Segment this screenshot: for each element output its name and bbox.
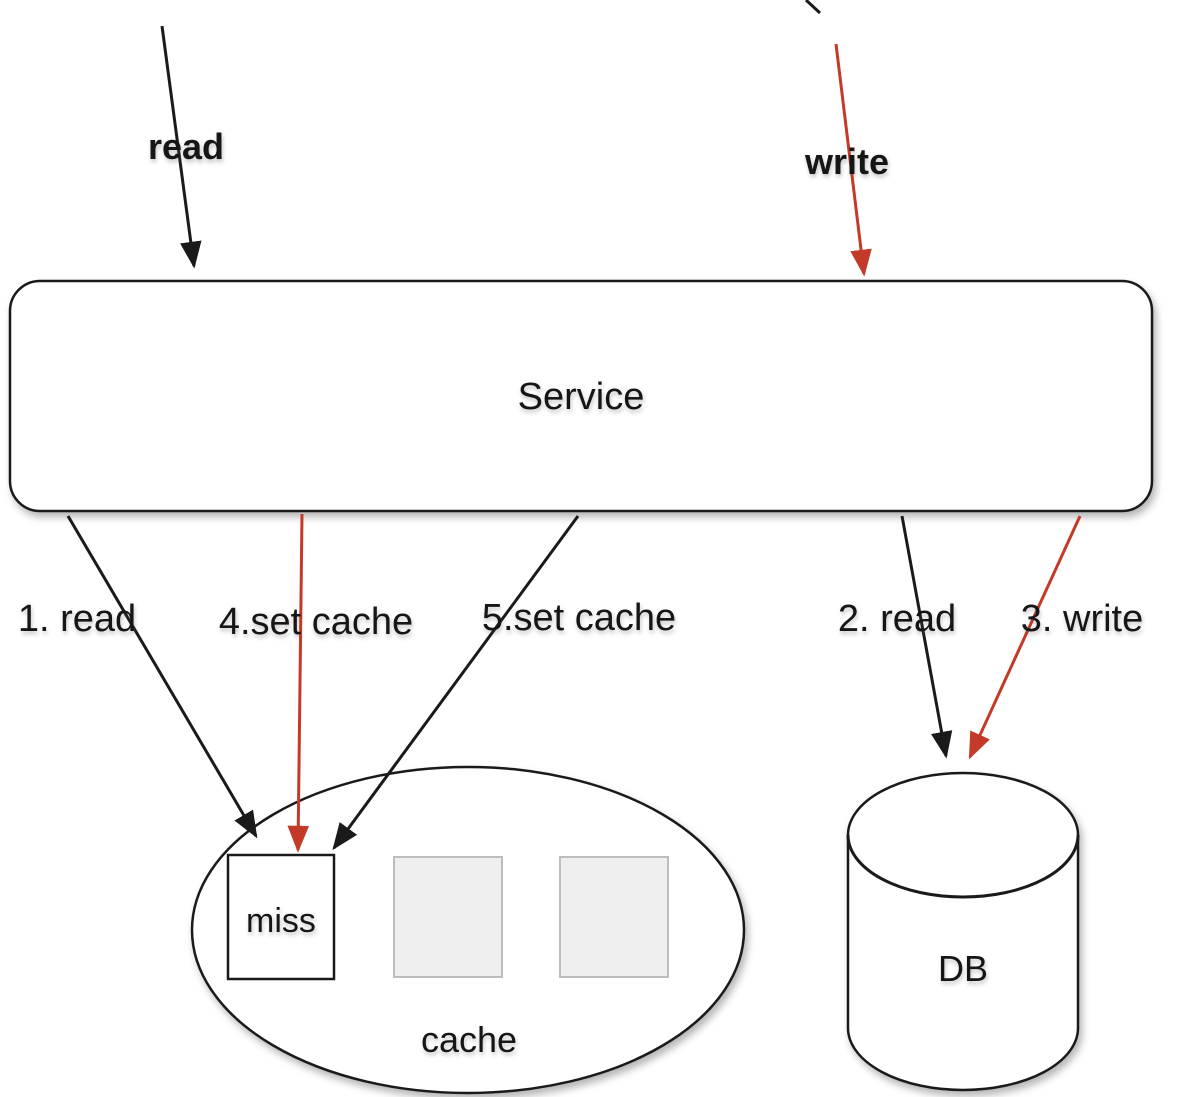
- edge-label-step3-write: 3. write: [1020, 598, 1144, 640]
- db-cylinder-rim: [846, 834, 1080, 899]
- cache-cell-2: [393, 856, 503, 978]
- edge-label-step5-set-cache: 5.set cache: [481, 597, 677, 639]
- cache-cell-miss: [226, 853, 336, 981]
- edge-label-write: write: [804, 141, 890, 182]
- edge-step4-set-cache: [287, 513, 310, 853]
- db-cylinder: [846, 771, 1080, 1092]
- edge-write-in: [834, 43, 872, 277]
- edge-write-in-clipped-stub: [804, 0, 822, 15]
- db-label: DB: [937, 948, 989, 989]
- edge-step5-set-cache: [332, 515, 580, 851]
- edge-label-step1-read: 1. read: [17, 598, 137, 640]
- edge-step1-read: [66, 515, 258, 839]
- db-cylinder-body: [846, 771, 1080, 1092]
- service-label: Service: [517, 376, 645, 418]
- edge-step2-read: [900, 515, 953, 759]
- edge-label-step2-read: 2. read: [837, 598, 957, 640]
- cache-label: cache: [420, 1019, 518, 1060]
- edge-step3-write: [968, 515, 1082, 760]
- cache-cell-3: [559, 856, 669, 978]
- service-box: [8, 279, 1154, 513]
- edge-label-read: read: [147, 126, 225, 167]
- edge-label-step4-set-cache: 4.set cache: [218, 601, 414, 643]
- cache-miss-label: miss: [246, 902, 316, 940]
- edge-read-in: [160, 25, 202, 269]
